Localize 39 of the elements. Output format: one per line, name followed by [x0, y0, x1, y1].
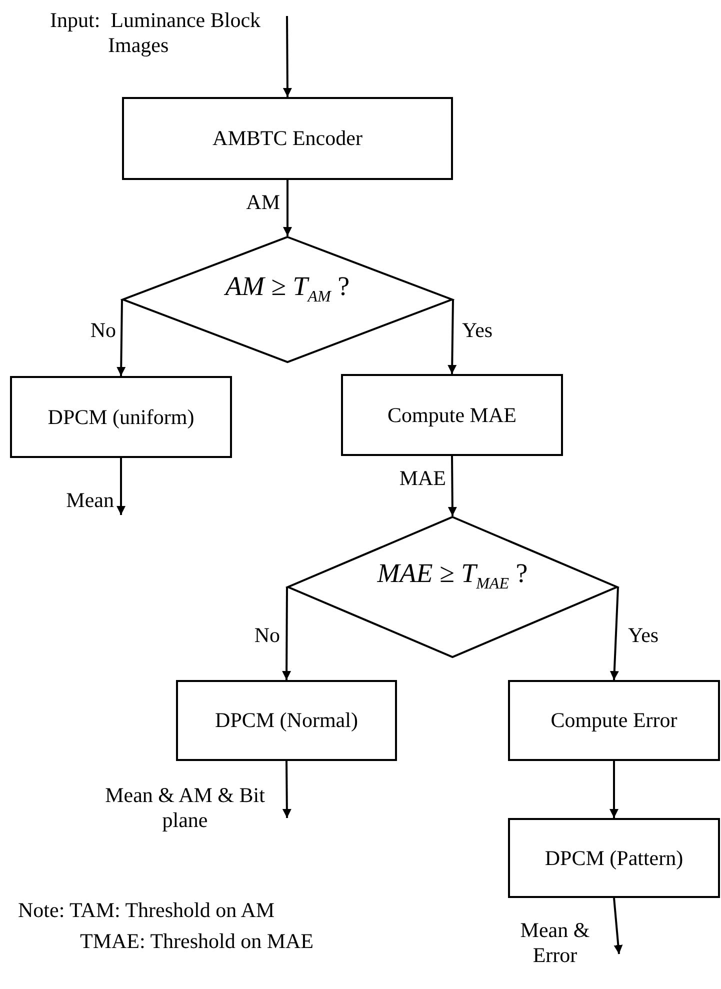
- decision-diamond: [287, 516, 618, 658]
- process-box: [10, 376, 232, 458]
- arrow: [283, 180, 292, 236]
- process-label: Compute MAE: [388, 402, 516, 428]
- note-text: Note: TAM: Threshold on AM: [18, 898, 275, 924]
- process-box: [176, 680, 397, 761]
- arrow: [448, 299, 457, 374]
- edge-label: Yes: [628, 623, 660, 648]
- condition-text: AM ≥ T$_{AM}$ ?: [225, 270, 350, 306]
- condition-text: MAE ≥ T$_{MAE}$ ?: [377, 558, 528, 594]
- decision-diamond: [122, 236, 453, 363]
- process-label: AMBTC Encoder: [212, 126, 362, 151]
- process-box: [122, 97, 453, 180]
- process-label: DPCM (Normal): [215, 708, 358, 733]
- edge-label: AM: [245, 190, 280, 216]
- arrow: [116, 458, 126, 515]
- edge-label: No: [253, 623, 280, 648]
- edge-label: Mean & Error: [519, 918, 591, 968]
- arrow: [610, 761, 618, 818]
- edge-label: No: [89, 318, 116, 344]
- edge-label: Mean: [65, 488, 114, 514]
- process-label: DPCM (Pattern): [544, 846, 684, 870]
- process-label: DPCM (uniform): [48, 404, 194, 430]
- note-text: TMAE: Threshold on MAE: [80, 929, 314, 954]
- arrow: [116, 299, 126, 376]
- arrow: [448, 456, 457, 516]
- process-box: [341, 374, 563, 456]
- process-box: [508, 680, 720, 761]
- edge-label: Yes: [462, 318, 494, 344]
- process-box: [508, 818, 720, 898]
- edge-label: Mean & AM & Bit plane: [104, 783, 266, 834]
- edge-label: Input: Luminance Block Images: [50, 8, 262, 58]
- arrow: [613, 898, 623, 954]
- arrow: [282, 587, 292, 680]
- arrow: [282, 760, 292, 818]
- process-label: Compute Error: [550, 708, 678, 733]
- edge-label: MAE: [398, 466, 446, 492]
- arrow: [610, 586, 619, 680]
- arrow: [282, 16, 292, 97]
